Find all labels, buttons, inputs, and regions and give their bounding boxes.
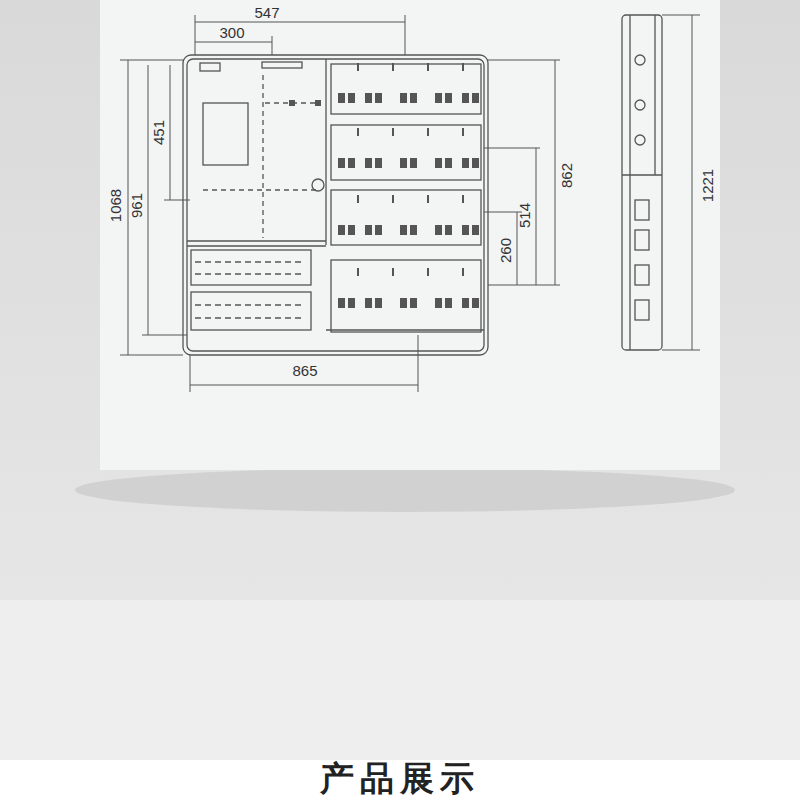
- front-view: [183, 55, 488, 355]
- meter-slots: [289, 63, 479, 308]
- dimension-value: 300: [217, 24, 246, 41]
- dimension-value: 451: [151, 117, 168, 146]
- shadow: [75, 468, 735, 512]
- dimension-value: 961: [129, 190, 146, 219]
- backdrop: [0, 0, 800, 600]
- dimension-value: 1068: [108, 186, 125, 223]
- dimension-value: 862: [559, 160, 576, 189]
- section-title: 产品展示: [320, 760, 480, 797]
- dimension-value: 514: [517, 200, 534, 229]
- side-view: [622, 15, 662, 350]
- dimension-lines: [120, 15, 700, 392]
- dimension-value: 865: [290, 362, 319, 379]
- dimension-value: 1221: [700, 166, 717, 203]
- dimension-value: 260: [498, 235, 515, 264]
- title-band: [0, 760, 800, 800]
- paper: [100, 0, 720, 470]
- dimension-value: 547: [252, 4, 281, 21]
- band: [0, 600, 800, 760]
